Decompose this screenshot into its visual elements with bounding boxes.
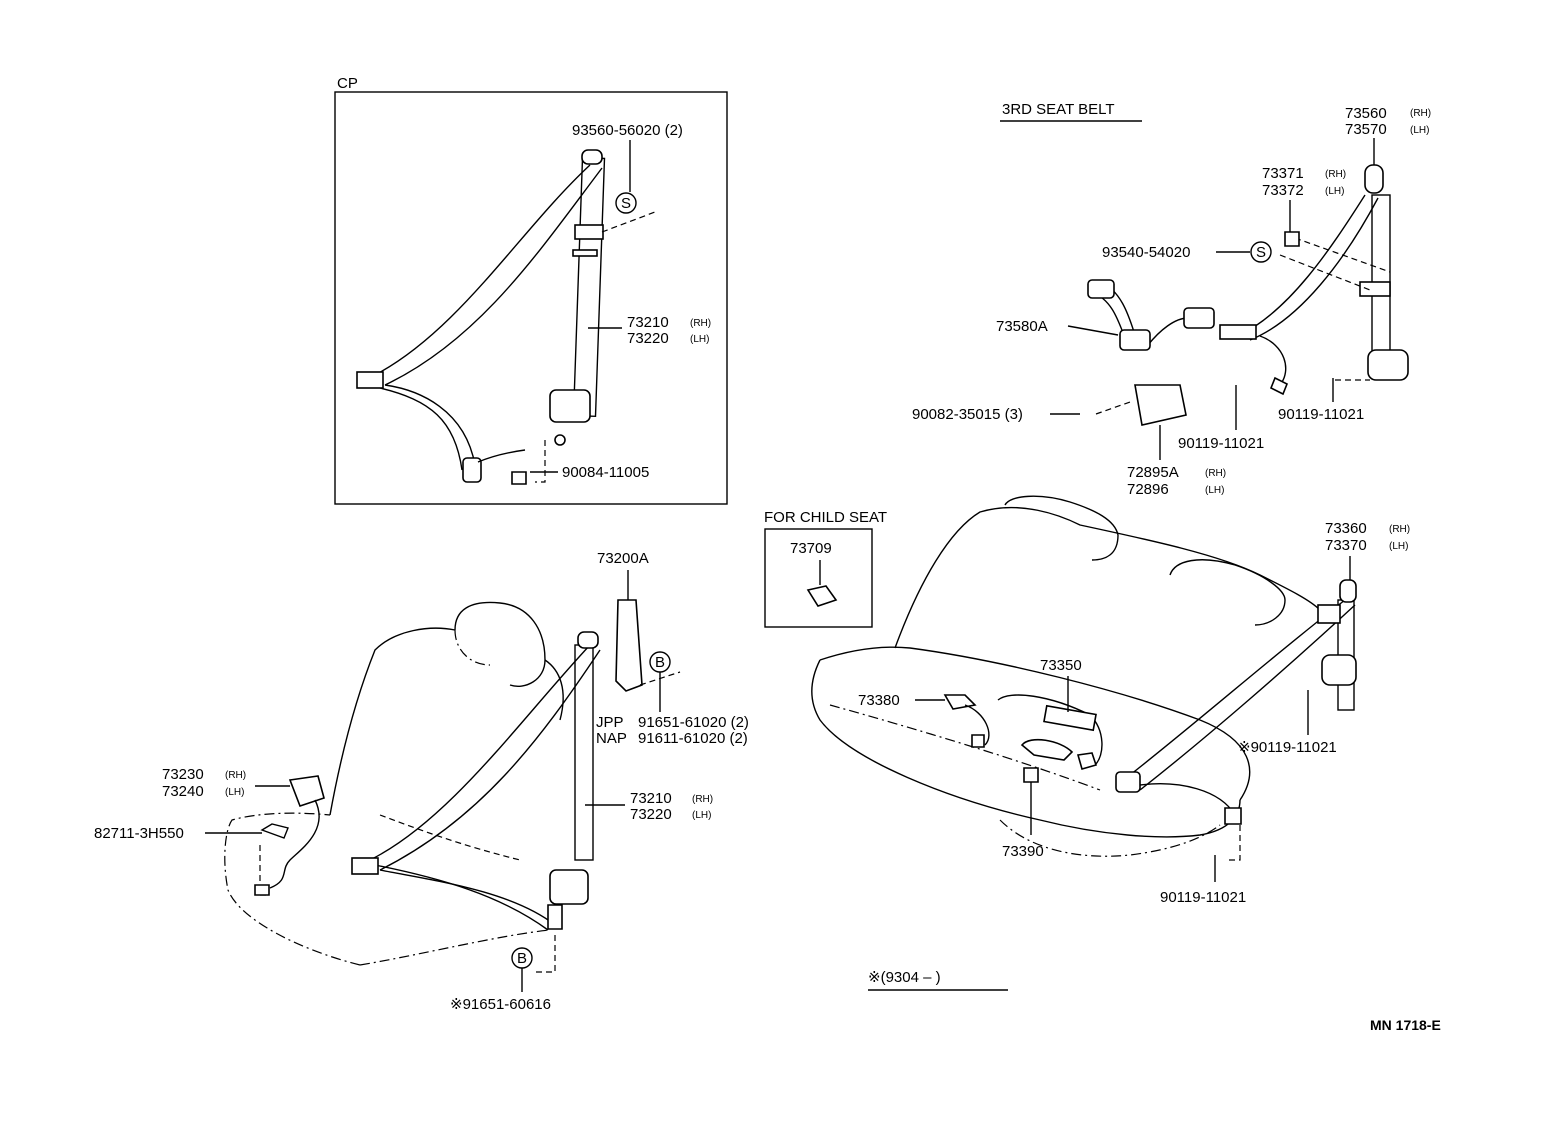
callout-73560-73570[interactable]: 73560 (RH) 73570 (LH) <box>1345 105 1431 165</box>
callout-93560-56020[interactable]: S 93560-56020 (2) <box>572 122 683 214</box>
rear-seat-section: 73360 (RH) 73370 (LH) 73350 73380 73390 … <box>811 495 1410 906</box>
callout-label-rh: 73371 <box>1262 165 1304 182</box>
callout-90119-11021-rear-lower[interactable]: 90119-11021 <box>1160 855 1246 906</box>
cp-heading: CP <box>337 75 358 92</box>
lh-mark: (LH) <box>690 334 709 345</box>
callout-label: ※90119-11021 <box>1238 739 1337 756</box>
callout-73350[interactable]: 73350 <box>1040 657 1082 712</box>
callout-label: 90119-11021 <box>1278 406 1364 423</box>
callout-73200A[interactable]: 73200A <box>597 550 649 600</box>
callout-label: 93540-54020 <box>1102 244 1190 261</box>
callout-73580A[interactable]: 73580A <box>996 318 1119 336</box>
callout-90082-35015[interactable]: 90082-35015 (3) <box>912 401 1131 423</box>
lh-mark: (LH) <box>692 810 711 821</box>
rh-mark: (RH) <box>1389 524 1410 535</box>
callout-73380[interactable]: 73380 <box>858 692 945 709</box>
callout-label-rh: 73210 <box>627 314 669 331</box>
callout-label-lh: 73240 <box>162 783 204 800</box>
child-seat-frame <box>764 528 873 628</box>
callout-label: 90082-35015 (3) <box>912 406 1023 423</box>
front-seat-section: 73200A B JPP 91651-61020 (2) NAP 91611-6… <box>94 550 749 1013</box>
callout-label-lh: 73220 <box>630 806 672 823</box>
callout-label: 90119-11021 <box>1160 889 1246 906</box>
callout-label-rh: 73360 <box>1325 520 1367 537</box>
callout-73390[interactable]: 73390 <box>1002 782 1044 860</box>
callout-93540-54020[interactable]: 93540-54020 S <box>1102 241 1272 263</box>
callout-73360-73370[interactable]: 73360 (RH) 73370 (LH) <box>1325 520 1410 580</box>
callout-73371-73372[interactable]: 73371 (RH) 73372 (LH) <box>1262 165 1346 247</box>
s-symbol-label: S <box>621 195 631 212</box>
cp-inset: CP S 93560-56020 (2) <box>334 75 728 505</box>
callout-label-rh: 72895A <box>1127 464 1179 481</box>
callout-label: 93560-56020 (2) <box>572 122 683 139</box>
rh-mark: (RH) <box>690 318 711 329</box>
callout-label-rh: 73210 <box>630 790 672 807</box>
callout-label: 73350 <box>1040 657 1082 674</box>
rh-mark: (RH) <box>1205 468 1226 479</box>
cp-inset-frame <box>334 91 728 505</box>
callout-label: ※91651-60616 <box>450 996 551 1013</box>
callout-82711-3H550[interactable]: 82711-3H550 <box>94 825 262 842</box>
callout-90119-11021-rear-upper[interactable]: ※90119-11021 <box>1238 690 1337 756</box>
callout-label: 73390 <box>1002 843 1044 860</box>
callout-90119-11021-third-right[interactable]: 90119-11021 <box>1278 378 1364 423</box>
callout-label: 90084-11005 <box>562 464 649 481</box>
callout-label: 73580A <box>996 318 1048 335</box>
s-symbol-label: S <box>1256 244 1266 261</box>
callout-label: 82711-3H550 <box>94 825 184 842</box>
lh-mark: (LH) <box>1410 125 1429 136</box>
callout-label-lh: 73220 <box>627 330 669 347</box>
page-code: MN 1718-E <box>1370 1017 1441 1033</box>
lh-mark: (LH) <box>225 787 244 798</box>
date-note: ※(9304 – ) <box>868 969 941 986</box>
s-symbol-icon <box>1250 241 1272 263</box>
callout-label: 90119-11021 <box>1178 435 1264 452</box>
rh-mark: (RH) <box>1410 108 1431 119</box>
callout-label: 73380 <box>858 692 900 709</box>
nap-label: NAP <box>596 730 627 747</box>
callout-label: 73709 <box>790 540 832 557</box>
callout-label-lh: 72896 <box>1127 481 1169 498</box>
callout-label: 73200A <box>597 550 649 567</box>
b-symbol-label: B <box>517 950 527 967</box>
cp-seat-belt-drawing <box>356 149 656 485</box>
s-symbol-icon <box>615 192 637 214</box>
b-symbol-label: B <box>655 654 665 671</box>
callout-label-lh: 73570 <box>1345 121 1387 138</box>
lh-mark: (LH) <box>1205 485 1224 496</box>
callout-91651-61020[interactable]: B JPP 91651-61020 (2) NAP 91611-61020 (2… <box>596 651 749 747</box>
child-seat-section: FOR CHILD SEAT 73709 <box>764 509 887 628</box>
rh-mark: (RH) <box>692 794 713 805</box>
third-seat-belt-heading: 3RD SEAT BELT <box>1002 101 1115 118</box>
callout-72895A-72896[interactable]: 72895A (RH) 72896 (LH) <box>1127 425 1226 498</box>
callout-73210-73220-front[interactable]: 73210 (RH) 73220 (LH) <box>585 790 713 823</box>
callout-label-nap: 91611-61020 (2) <box>638 730 748 747</box>
callout-90119-11021-third-center[interactable]: 90119-11021 <box>1178 385 1264 452</box>
lh-mark: (LH) <box>1325 186 1344 197</box>
third-seat-belt-section: 3RD SEAT BELT 73560 (RH) 73570 <box>912 101 1431 498</box>
callout-label-lh: 73370 <box>1325 537 1367 554</box>
callout-73709[interactable]: 73709 <box>790 540 838 607</box>
callout-label-rh: 73230 <box>162 766 204 783</box>
callout-label-jpp: 91651-61020 (2) <box>638 714 749 731</box>
third-seat-belt-drawing <box>1087 164 1409 426</box>
rh-mark: (RH) <box>1325 169 1346 180</box>
rear-seat-drawing <box>811 495 1357 861</box>
child-seat-heading: FOR CHILD SEAT <box>764 509 887 526</box>
callout-label-rh: 73560 <box>1345 105 1387 122</box>
callout-90084-11005[interactable]: 90084-11005 <box>530 464 649 481</box>
callout-73210-73220-cp[interactable]: 73210 (RH) 73220 (LH) <box>588 314 711 347</box>
jpp-label: JPP <box>596 714 624 731</box>
front-seat-drawing <box>224 599 681 973</box>
callout-label-lh: 73372 <box>1262 182 1304 199</box>
callout-73230-73240[interactable]: 73230 (RH) 73240 (LH) <box>162 766 290 800</box>
rh-mark: (RH) <box>225 770 246 781</box>
lh-mark: (LH) <box>1389 541 1408 552</box>
callout-91651-60616[interactable]: B ※91651-60616 <box>450 947 551 1013</box>
